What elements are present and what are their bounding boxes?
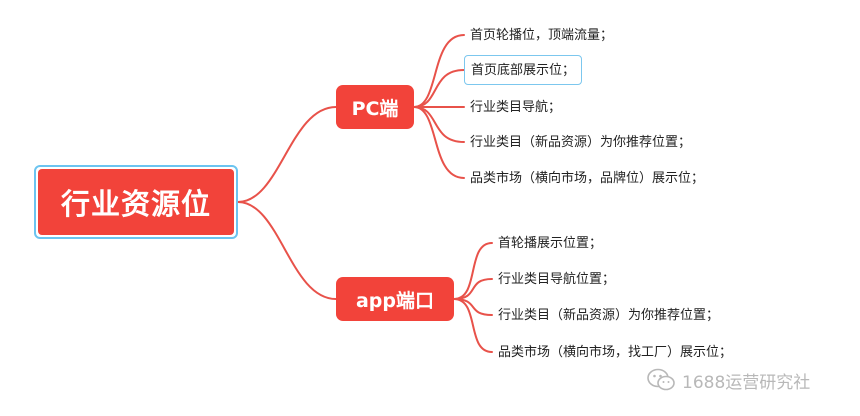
leaf-node-label: 首页底部展示位； [471, 62, 576, 78]
leaf-node-label: 首页轮播位，顶端流量； [470, 27, 614, 43]
link-root-app [237, 201, 337, 300]
link-app-leaf-0 [453, 242, 493, 300]
link-root-pc [237, 106, 337, 203]
link-pc-leaf-1 [413, 69, 465, 108]
leaf-node-label: 品类市场（横向市场，找工厂）展示位； [498, 344, 733, 360]
link-pc-leaf-0 [413, 34, 465, 108]
leaf-node-label: 行业类目导航； [470, 99, 562, 115]
leaf-node-label: 行业类目（新品资源）为你推荐位置； [470, 134, 692, 150]
wechat-icon [647, 368, 675, 391]
leaf-node[interactable]: 品类市场（横向市场，品牌位）展示位； [470, 167, 704, 189]
link-app-leaf-3 [453, 298, 493, 353]
branch-node-pc[interactable]: PC端 [336, 85, 414, 129]
leaf-node[interactable]: 首轮播展示位置； [498, 232, 602, 254]
leaf-node[interactable]: 行业类目导航； [470, 96, 561, 118]
leaf-node[interactable]: 行业类目（新品资源）为你推荐位置； [470, 131, 691, 153]
leaf-node[interactable]: 品类市场（横向市场，找工厂）展示位； [498, 341, 732, 363]
root-node-label: 行业资源位 [38, 169, 234, 235]
link-app-leaf-1 [453, 278, 493, 300]
leaf-node-selected[interactable]: 首页底部展示位； [464, 55, 583, 85]
leaf-node-label: 行业类目（新品资源）为你推荐位置； [498, 307, 720, 323]
link-pc-leaf-4 [413, 106, 465, 179]
branch-node-label: app端口 [355, 289, 435, 312]
root-node[interactable]: 行业资源位 [34, 165, 238, 239]
watermark-text: 1688运营研究社 [682, 372, 811, 393]
branch-node-label: PC端 [351, 97, 399, 120]
leaf-node[interactable]: 行业类目导航位置； [498, 268, 615, 290]
branch-node-app[interactable]: app端口 [336, 277, 454, 321]
leaf-node-label: 品类市场（横向市场，品牌位）展示位； [470, 170, 705, 186]
leaf-node[interactable]: 行业类目（新品资源）为你推荐位置； [498, 304, 719, 326]
leaf-node-label: 行业类目导航位置； [498, 271, 616, 287]
watermark: 1688运营研究社 [646, 366, 810, 394]
link-app-leaf-2 [453, 298, 493, 316]
leaf-node-label: 首轮播展示位置； [498, 235, 603, 251]
leaf-node[interactable]: 首页轮播位，顶端流量； [470, 24, 613, 46]
link-pc-leaf-3 [413, 106, 465, 143]
